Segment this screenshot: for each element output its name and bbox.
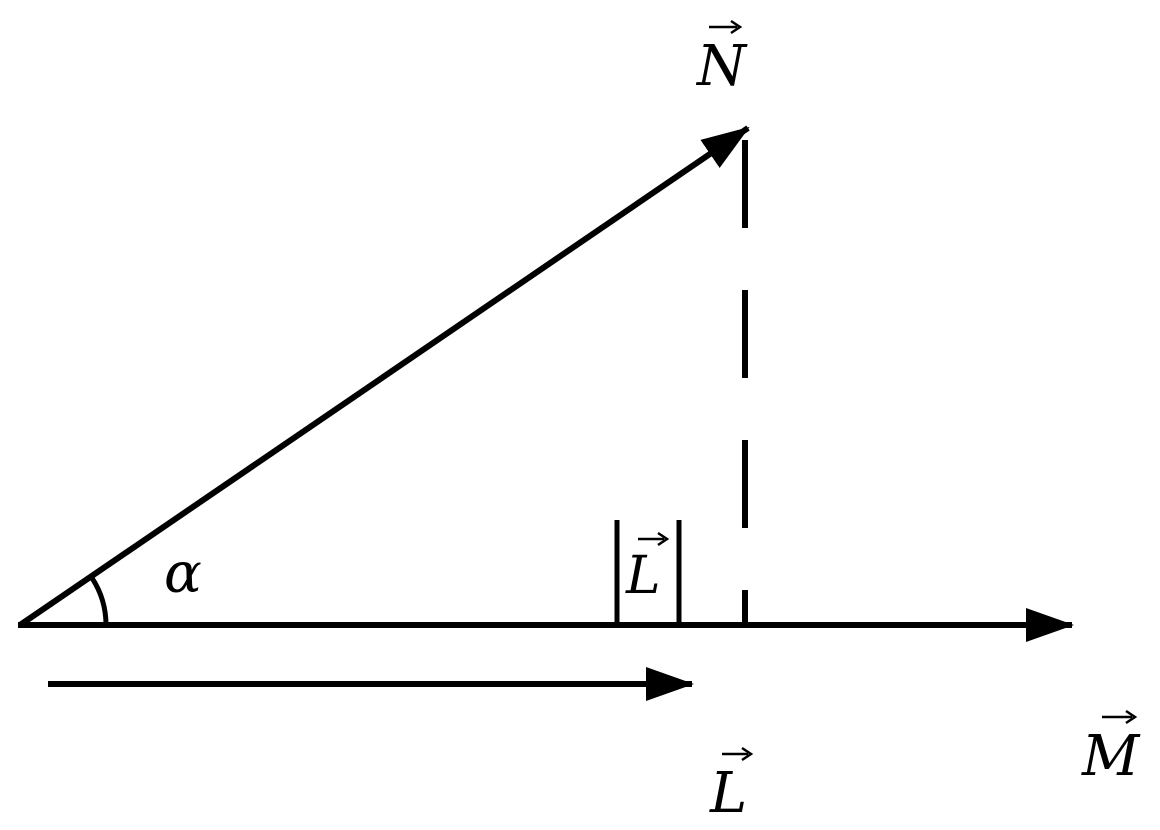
magnitude-l-label-group: L — [625, 531, 670, 606]
vector-l-label-group: L — [709, 746, 754, 826]
angle-arc — [89, 576, 109, 626]
vector-arrow-icon — [722, 746, 754, 762]
vector-m-label-group: M — [1081, 709, 1141, 789]
vector-arrow-icon — [709, 19, 743, 35]
vector-n-label-group: N — [695, 19, 748, 99]
vector-n-label: N — [695, 34, 748, 99]
vector-l-label: L — [709, 761, 747, 826]
magnitude-l-label: L — [625, 546, 661, 606]
vector-m-label: M — [1081, 724, 1141, 789]
vector-arrow-icon — [638, 531, 670, 547]
vector-n-arrow — [18, 125, 750, 628]
angle-alpha-label: α — [164, 541, 202, 606]
vector-arrow-icon — [1102, 709, 1138, 725]
